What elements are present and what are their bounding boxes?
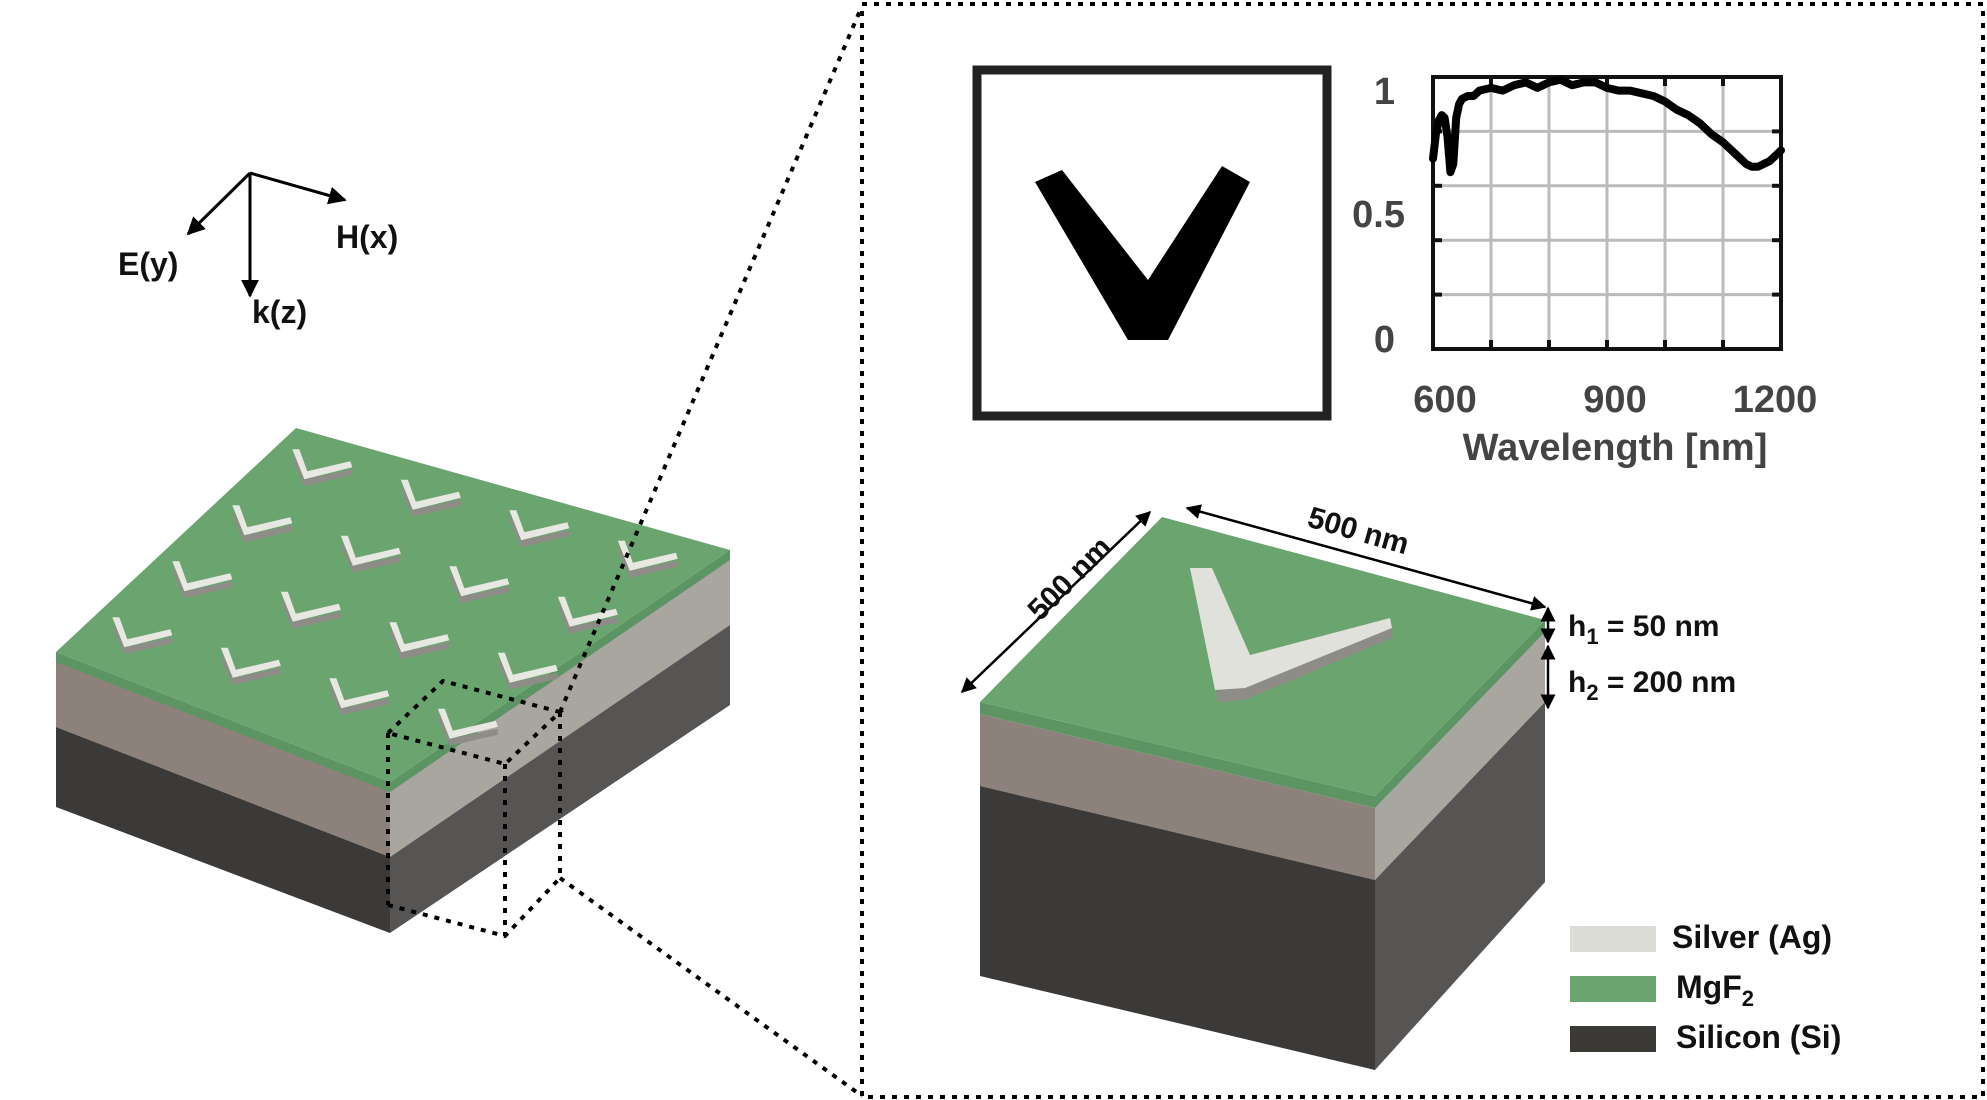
cell-si-right-face [1375,702,1545,1070]
legend-swatch-silver [1570,926,1656,952]
silver-v-side [450,572,510,604]
silver-v-element [112,617,173,655]
silver-v-side [390,628,450,660]
spectrum-line [1429,75,1785,177]
silver-v-element [389,622,450,660]
side-b-label: 500 nm [1304,501,1412,561]
cell-mgf2-right-face [1375,632,1545,880]
silver-v-top [232,505,293,536]
x-tick-label-1200: 1200 [1733,379,1818,421]
silver-v-top [617,540,678,571]
y-tick-label-0.5: 0.5 [1352,194,1405,236]
silver-v-side [113,623,173,655]
silver-v-array [112,449,678,746]
cell-top-edge-right [1375,620,1545,808]
silver-v-side [341,541,401,573]
silver-v-side [401,485,461,517]
array-top-face [56,428,730,782]
silver-v-top [329,678,390,709]
legend-swatch-mgf2 [1570,976,1656,1002]
array-si-left-face [56,727,390,933]
metasurface-array-block [56,428,730,939]
cell-mgf2-front-face [980,714,1375,880]
silver-v-side [281,597,341,629]
silver-v-element [509,510,570,548]
field-axes: H(x) E(y) k(z) [118,171,398,330]
silver-v-element [220,647,281,685]
silver-v-element [172,561,233,599]
spectrum-chart: 600 900 1200 1 0.5 0 Wavelength [nm] [1352,71,1817,469]
silver-v-element [340,535,401,573]
side-b-arrow [1185,504,1547,611]
silver-v-element [497,652,558,690]
e-axis-arrow [186,171,252,236]
zoom-frame [860,2,1985,1099]
y-tick-label-1: 1 [1374,71,1395,113]
silver-v-element [232,505,293,543]
silver-v-element [449,566,510,604]
y-tick-label-0: 0 [1374,319,1395,361]
side-a-arrow [960,510,1152,694]
h2-label: h2 = 200 nm [1568,666,1736,705]
silver-v-side [221,653,281,685]
silver-v-element [437,708,498,746]
cell-top-edge-front [980,702,1375,808]
e-axis-label: E(y) [118,246,178,282]
array-si-right-face [390,625,730,933]
silver-v-top [400,479,461,510]
silver-v-top [437,708,498,739]
silver-v-element [617,540,678,578]
silver-v-top [280,591,341,622]
array-mgf2-right-face [390,555,730,857]
silver-v-side [173,567,233,599]
h-axis-label: H(x) [336,219,398,255]
x-tick-label-900: 900 [1583,379,1646,421]
silver-v-top [557,596,618,627]
h1-label: h1 = 50 nm [1568,610,1719,649]
zoom-lines [558,5,864,1098]
v-pattern-shape [1035,166,1250,340]
silver-v-top [509,510,570,541]
array-top-edge-left [56,652,390,792]
silver-v-top [172,561,233,592]
silver-v-top [292,449,353,480]
silver-v-element [280,591,341,629]
silver-v-element [400,479,461,517]
k-axis-label: k(z) [252,294,307,330]
silver-v-side [510,516,570,548]
silver-v-top [449,566,510,597]
cell-si-front-face [980,786,1375,1070]
silver-v-top [497,652,558,683]
silver-v-side [438,714,498,746]
silver-v-element [557,596,618,634]
legend-swatch-silicon [1570,1026,1656,1052]
silver-v-side [558,602,618,634]
silver-v-side [330,684,390,716]
v-pattern-panel [972,65,1332,421]
silver-v-top [112,617,173,648]
chart-grid [1433,77,1781,349]
legend-label-mgf2: MgF2 [1676,969,1754,1011]
silver-v-top [389,622,450,653]
h-axis-arrow [249,171,347,205]
silver-v-side [293,455,353,487]
cell-silver-v-top [1190,568,1392,690]
silver-v-element [292,449,353,487]
silver-v-side [498,658,558,690]
silver-v-top [340,535,401,566]
silver-v-side [618,546,678,578]
x-tick-label-600: 600 [1413,379,1476,421]
silver-v-side [233,511,293,543]
array-mgf2-left-face [56,657,390,857]
v-pattern-frame [972,65,1332,421]
legend-label-silver: Silver (Ag) [1672,919,1832,955]
silver-v-element [329,678,390,716]
x-axis-title: Wavelength [nm] [1463,427,1768,469]
silver-v-top [220,647,281,678]
legend-label-silicon: Silicon (Si) [1676,1019,1841,1055]
legend: Silver (Ag) MgF2 Silicon (Si) [1570,919,1841,1055]
